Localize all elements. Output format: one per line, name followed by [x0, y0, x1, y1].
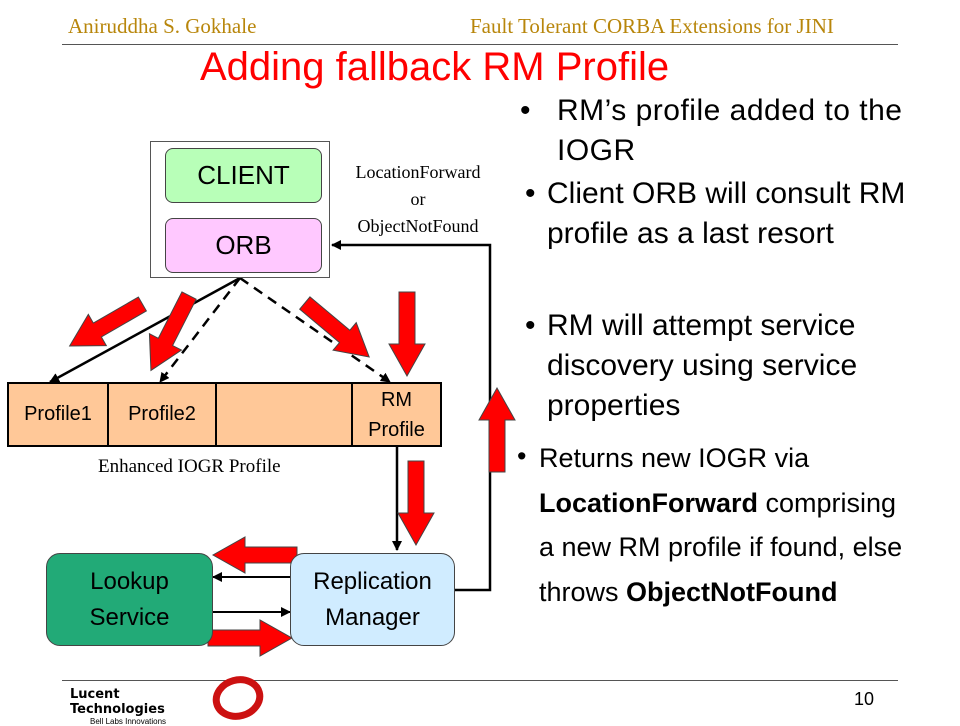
forward-note: LocationForward or ObjectNotFound	[334, 159, 502, 240]
rm-label-line2: Manager	[325, 603, 420, 631]
rm-label-line1: Replication	[313, 567, 432, 595]
bullet-text-3: RM will attempt service discovery using …	[547, 309, 858, 422]
bullet-marker-4: •	[517, 441, 527, 471]
bullet-text-2: Client ORB will consult RM profile as a …	[547, 177, 906, 250]
client-box: CLIENT	[165, 148, 322, 203]
bullet4-bold-location-forward: LocationForward	[539, 487, 759, 518]
header-author: Aniruddha S. Gokhale	[68, 14, 257, 38]
bullet4-part1: Returns new IOGR via	[539, 443, 810, 473]
rm-profile-segment: RM Profile	[353, 384, 440, 445]
header-course-title: Fault Tolerant CORBA Extensions for JINI	[470, 14, 834, 38]
profile1-segment: Profile1	[9, 384, 109, 445]
red-arrow-profile1	[68, 296, 148, 347]
orb-label: ORB	[215, 230, 272, 260]
slide-title: Adding fallback RM Profile	[200, 45, 670, 89]
header-divider	[62, 44, 898, 45]
iogr-profile-bar: Profile1 Profile2 RM Profile	[7, 382, 442, 447]
rm-profile-label-line2: Profile	[368, 418, 425, 441]
profile1-label: Profile1	[24, 403, 92, 425]
orb-to-profile2-dashed-line	[159, 277, 241, 383]
red-arrow-up-return	[478, 386, 516, 473]
lucent-ring-icon	[212, 676, 264, 720]
page-number: 10	[854, 689, 875, 709]
iogr-caption: Enhanced IOGR Profile	[98, 456, 281, 477]
orb-box: ORB	[165, 218, 322, 273]
bullet-text-4: Returns new IOGR via LocationForward com…	[539, 436, 909, 614]
red-arrow-rm-profile	[298, 296, 370, 358]
lucent-logo-text: Lucent Technologies Bell Labs Innovation…	[70, 687, 210, 726]
red-arrow-down-to-manager	[397, 460, 435, 547]
note-or: or	[410, 189, 426, 209]
profile2-label: Profile2	[128, 403, 196, 425]
lookup-service-box: Lookup Service	[46, 553, 213, 646]
empty-profile-segment	[217, 384, 353, 445]
red-arrow-to-manager	[207, 619, 294, 657]
orb-to-profile1-line	[49, 276, 241, 384]
footer-divider	[62, 680, 898, 681]
note-object-not-found: ObjectNotFound	[357, 216, 479, 236]
bullet-marker-1: •	[520, 94, 531, 127]
logo-tagline: Bell Labs Innovations	[90, 717, 167, 726]
orb-to-rm-profile-dashed-line	[239, 276, 391, 384]
logo-company-name: Lucent Technologies	[70, 687, 165, 717]
bullet4-part2: comprising a new RM profile if found, el…	[539, 487, 903, 607]
client-label: CLIENT	[197, 160, 290, 190]
profile2-segment: Profile2	[109, 384, 217, 445]
red-arrow-profile2	[148, 291, 197, 372]
replication-manager-box: Replication Manager	[290, 553, 455, 646]
bullet4-bold-object-not-found: ObjectNotFound	[626, 576, 838, 607]
lookup-label-line1: Lookup	[90, 567, 169, 595]
red-arrow-down-to-rm-profile	[388, 291, 426, 378]
lookup-label-line2: Service	[89, 603, 170, 631]
bullet-marker-2: •	[525, 177, 536, 210]
bullet-text-1: RM’s profile added to the IOGR	[557, 94, 903, 167]
bullet-marker-3: •	[525, 309, 536, 342]
rm-profile-label-line1: RM	[380, 388, 413, 411]
red-arrow-to-lookup	[211, 536, 298, 574]
note-location-forward: LocationForward	[355, 162, 481, 182]
